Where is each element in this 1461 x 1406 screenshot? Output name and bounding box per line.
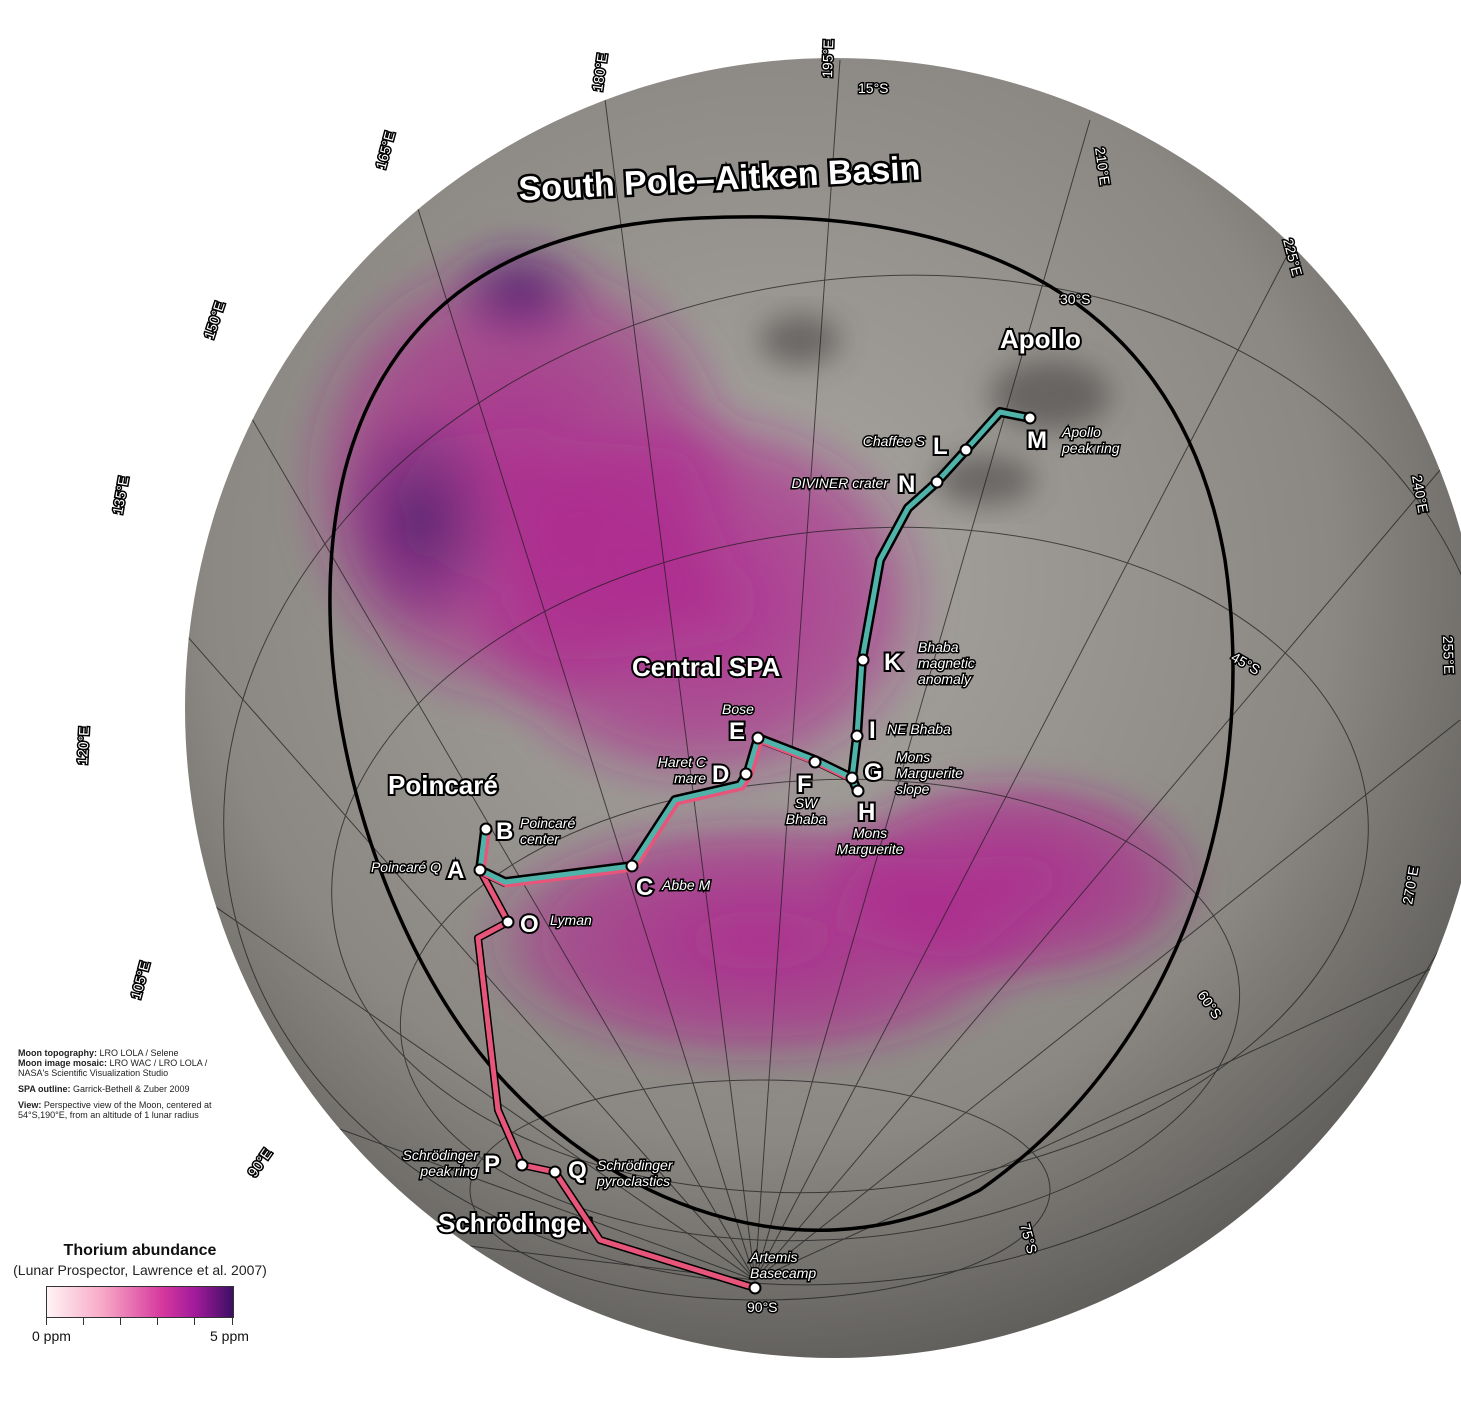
lat-label-30: 30°S [1060, 291, 1091, 307]
lat-label-90: 90°S [747, 1299, 778, 1315]
stop-marker-i[interactable] [850, 729, 864, 743]
lon-label-135: 135°E [109, 475, 131, 515]
credit-spa-label: SPA outline: [18, 1084, 71, 1094]
stop-marker-k[interactable] [856, 653, 870, 667]
stop-marker-b[interactable] [479, 822, 493, 836]
stop-letter-k: K [884, 649, 902, 676]
stop-marker-f[interactable] [808, 755, 822, 769]
stop-marker-h[interactable] [851, 784, 865, 798]
legend-title: Thorium abundance [63, 1242, 217, 1259]
legend-min-label: 0 ppm [32, 1328, 71, 1344]
stop-name-c: Abbe M [661, 877, 711, 893]
stop-name-n: DIVINER crater [792, 475, 890, 491]
lon-label-105: 105°E [127, 960, 152, 1001]
credit-mosaic-value: LRO WAC / LRO LOLA / NASA's Scientific V… [18, 1058, 208, 1078]
region-label-schrodinger: Schrödinger [438, 1208, 591, 1238]
lon-label-120: 120°E [74, 726, 92, 765]
stop-letter-c: C [636, 874, 653, 901]
stop-letter-m: M [1027, 427, 1047, 454]
stop-marker-d[interactable] [739, 767, 753, 781]
legend-color-bar [46, 1286, 234, 1318]
stop-letter-h: H [858, 799, 875, 826]
stop-letter-l: L [933, 433, 948, 460]
lat-label-15: 15°S [858, 80, 889, 96]
stop-name-l: Chaffee S [863, 433, 926, 449]
stop-name-a: Poincaré Q [371, 859, 441, 875]
region-label-poincare: Poincaré [388, 770, 498, 800]
stop-marker-q[interactable] [548, 1165, 562, 1179]
stop-marker-e[interactable] [751, 731, 765, 745]
stop-name-e: Bose [722, 701, 754, 717]
thorium-overlay [290, 230, 1210, 1070]
lon-label-150: 150°E [201, 300, 228, 341]
lon-label-255: 255°E [1440, 636, 1457, 675]
stop-name-o: Lyman [550, 912, 592, 928]
stop-letter-q: Q [568, 1157, 587, 1184]
stop-marker-l[interactable] [959, 443, 973, 457]
credit-view-value: Perspective view of the Moon, centered a… [18, 1100, 212, 1120]
credit-topo-value: LRO LOLA / Selene [99, 1048, 179, 1058]
lon-label-180: 180°E [589, 52, 610, 92]
stop-marker-c[interactable] [625, 859, 639, 873]
stop-marker-m[interactable] [1023, 411, 1037, 425]
region-label-central-spa: Central SPA [632, 652, 781, 682]
stop-letter-a: A [447, 857, 464, 884]
stop-marker-n[interactable] [930, 475, 944, 489]
stop-marker-g[interactable] [845, 771, 859, 785]
stop-letter-d: D [712, 761, 729, 788]
lon-label-195: 195°E [819, 39, 836, 78]
stop-letter-i: I [869, 717, 876, 744]
legend-subtitle: (Lunar Prospector, Lawrence et al. 2007) [13, 1262, 267, 1278]
lon-label-165: 165°E [372, 130, 397, 171]
stop-marker-artemis[interactable] [748, 1281, 762, 1295]
spa-basin-outline [328, 215, 1235, 1232]
region-label-apollo: Apollo [1000, 324, 1081, 354]
stop-letter-f: F [797, 771, 812, 798]
legend-ticks [46, 1318, 234, 1326]
thorium-legend: Thorium abundance (Lunar Prospector, Law… [10, 1242, 270, 1346]
credit-spa-value: Garrick-Bethell & Zuber 2009 [73, 1084, 190, 1094]
lon-label-240: 240°E [1409, 474, 1431, 514]
map-credits: Moon topography: LRO LOLA / Selene Moon … [18, 1048, 228, 1126]
credit-mosaic-label: Moon image mosaic: [18, 1058, 108, 1068]
stop-marker-a[interactable] [473, 863, 487, 877]
stop-letter-b: B [496, 818, 513, 845]
legend-max-label: 5 ppm [210, 1328, 249, 1344]
stop-letter-g: G [864, 759, 883, 786]
stop-letter-n: N [898, 471, 915, 498]
stop-markers [473, 411, 1037, 1295]
stop-marker-o[interactable] [501, 915, 515, 929]
stop-letter-e: E [729, 718, 745, 745]
credit-view-label: View: [18, 1100, 42, 1110]
credit-topo-label: Moon topography: [18, 1048, 97, 1058]
stop-name-i: NE Bhaba [887, 721, 951, 737]
stop-letter-p: P [484, 1151, 500, 1178]
stop-letter-o: O [520, 911, 539, 938]
route-main-teal [477, 409, 1033, 885]
stop-marker-p[interactable] [515, 1158, 529, 1172]
lon-label-90: 90°E [244, 1146, 275, 1180]
